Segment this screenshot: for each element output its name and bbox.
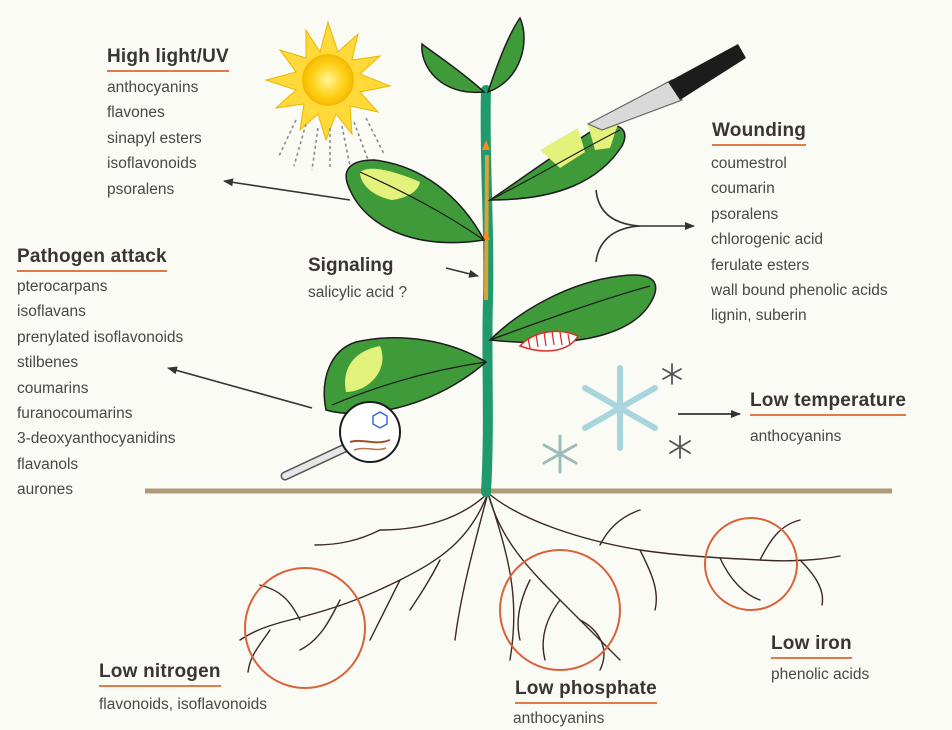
snowflake-small-2-icon bbox=[663, 364, 681, 384]
list-item: chlorogenic acid bbox=[711, 227, 888, 252]
low-nitrogen-heading: Low nitrogen bbox=[99, 661, 221, 687]
high-light-list: anthocyanins flavones sinapyl esters iso… bbox=[107, 75, 202, 202]
low-phosphate-circle bbox=[500, 550, 620, 670]
leaf-upper-right bbox=[490, 124, 625, 200]
list-item: anthocyanins bbox=[107, 75, 202, 100]
list-item: flavanols bbox=[17, 452, 183, 477]
signaling-arrow bbox=[446, 268, 478, 276]
signaling-text: salicylic acid ? bbox=[308, 284, 407, 302]
wounding-bracket bbox=[596, 190, 640, 262]
leaf-upper-left bbox=[346, 160, 484, 243]
list-item: isoflavonoids bbox=[107, 151, 202, 176]
low-iron-text: phenolic acids bbox=[771, 666, 869, 684]
pathogen-arrow bbox=[168, 368, 312, 408]
list-item: isoflavans bbox=[17, 299, 183, 324]
low-phosphate-text: anthocyanins bbox=[513, 710, 604, 728]
list-item: coumarin bbox=[711, 176, 888, 201]
leaf-middle-right bbox=[490, 275, 656, 343]
list-item: psoralens bbox=[107, 177, 202, 202]
list-item: psoralens bbox=[711, 202, 888, 227]
list-item: lignin, suberin bbox=[711, 303, 888, 328]
knife-icon bbox=[588, 44, 746, 130]
low-temperature-text: anthocyanins bbox=[750, 428, 841, 446]
wounding-heading: Wounding bbox=[712, 120, 806, 146]
low-iron-heading: Low iron bbox=[771, 633, 852, 659]
list-item: flavones bbox=[107, 100, 202, 125]
low-phosphate-heading: Low phosphate bbox=[515, 678, 657, 704]
pathogen-heading: Pathogen attack bbox=[17, 246, 167, 272]
high-light-heading: High light/UV bbox=[107, 46, 229, 72]
wounding-list: coumestrol coumarin psoralens chlorogeni… bbox=[711, 151, 888, 329]
snowflake-large-icon bbox=[585, 368, 655, 448]
list-item: ferulate esters bbox=[711, 253, 888, 278]
list-item: wall bound phenolic acids bbox=[711, 278, 888, 303]
list-item: sinapyl esters bbox=[107, 126, 202, 151]
high-light-arrow bbox=[224, 181, 350, 200]
list-item: pterocarpans bbox=[17, 274, 183, 299]
sun-icon bbox=[266, 22, 390, 140]
signaling-heading: Signaling bbox=[308, 255, 394, 277]
snowflake-small-3-icon bbox=[670, 436, 690, 458]
list-item: stilbenes bbox=[17, 350, 183, 375]
list-item: aurones bbox=[17, 477, 183, 502]
top-leaves bbox=[422, 18, 524, 92]
list-item: coumarins bbox=[17, 376, 183, 401]
pathogen-list: pterocarpans isoflavans prenylated isofl… bbox=[17, 274, 183, 503]
snowflake-small-1-icon bbox=[544, 436, 576, 472]
roots bbox=[240, 493, 840, 672]
leaf-lower-left bbox=[324, 338, 486, 414]
signal-band bbox=[486, 155, 487, 300]
low-nitrogen-text: flavonoids, isoflavonoids bbox=[99, 696, 267, 714]
list-item: 3-deoxyanthocyanidins bbox=[17, 426, 183, 451]
list-item: coumestrol bbox=[711, 151, 888, 176]
list-item: prenylated isoflavonoids bbox=[17, 325, 183, 350]
low-temperature-heading: Low temperature bbox=[750, 390, 906, 416]
list-item: furanocoumarins bbox=[17, 401, 183, 426]
